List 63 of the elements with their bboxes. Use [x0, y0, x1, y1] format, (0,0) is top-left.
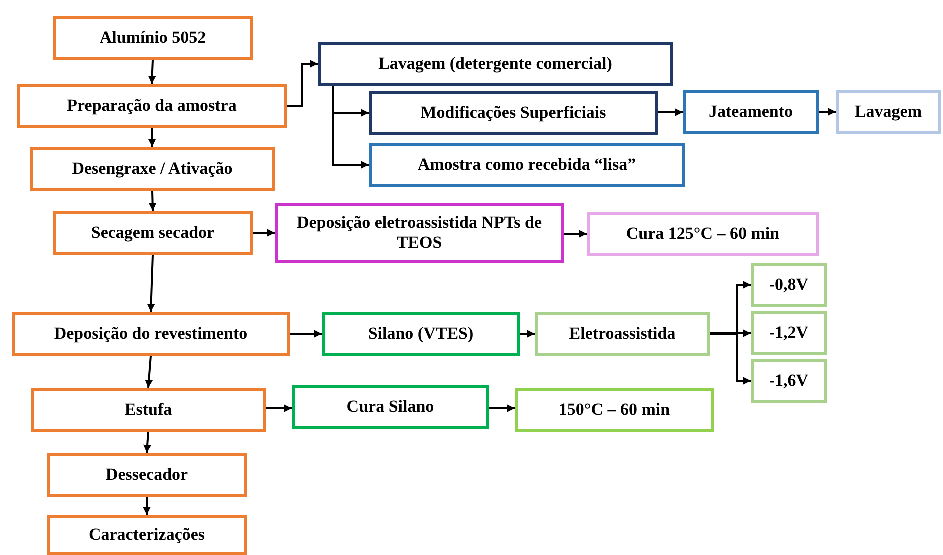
process-box [12, 312, 290, 356]
process-box [318, 42, 673, 86]
arrow [148, 60, 156, 84]
arrow [290, 330, 322, 338]
step-label: Eletroassistida [568, 324, 677, 344]
step-label: -1,6V [768, 370, 810, 392]
process-box [275, 203, 564, 263]
process-box [47, 515, 247, 555]
arrow [147, 254, 156, 312]
step-label: Cura Silano [346, 396, 436, 418]
arrow [489, 404, 515, 412]
step-label: Silano (VTES) [367, 324, 475, 344]
step-label: Deposição eletroassistida NPTs de TEOS [296, 212, 544, 254]
arrow [266, 404, 292, 412]
step-label: Cura 125°C – 60 min [625, 224, 781, 244]
step-label: Desengraxe / Ativação [71, 158, 234, 180]
arrow [148, 190, 157, 212]
process-box [369, 91, 658, 135]
arrow [144, 432, 152, 454]
step-label: -0,8V [768, 274, 810, 296]
process-box [751, 311, 827, 355]
process-box [292, 385, 489, 429]
process-box [53, 211, 253, 255]
step-label: 150°C – 60 min [558, 400, 672, 420]
step-label: Lavagem (detergente comercial) [378, 54, 614, 74]
process-box [751, 263, 827, 307]
arrow [710, 333, 751, 385]
step-label: Estufa [124, 400, 174, 420]
process-box [535, 312, 710, 356]
arrow [520, 330, 535, 338]
arrow [658, 108, 683, 116]
step-label: Modificações Superficiais [420, 102, 608, 124]
process-box [30, 147, 275, 191]
arrow [564, 230, 587, 238]
arrow [332, 86, 369, 169]
arrow [710, 330, 751, 338]
process-box [31, 388, 266, 432]
step-label: Secagem secador [90, 222, 216, 244]
process-box [587, 212, 819, 256]
process-box [53, 16, 253, 60]
process-box [751, 359, 827, 403]
step-label: Dessecador [104, 464, 190, 486]
step-label: Preparação da amostra [66, 96, 238, 116]
process-box [515, 388, 714, 432]
process-box [322, 312, 520, 356]
process-box [17, 84, 287, 128]
step-label: Caracterizações [88, 524, 206, 546]
step-label: Lavagem [854, 102, 924, 122]
process-box [836, 90, 941, 134]
process-box [47, 453, 247, 497]
arrow [148, 128, 156, 148]
process-box [683, 90, 819, 134]
arrow [253, 229, 275, 237]
step-label: Alumínio 5052 [98, 28, 208, 48]
arrow [145, 356, 154, 388]
arrow [287, 60, 318, 107]
step-label: Deposição do revestimento [53, 324, 249, 344]
arrow [143, 497, 151, 515]
step-label: Amostra como recebida “lisa” [416, 154, 638, 176]
arrow [819, 108, 836, 116]
step-label: Jateamento [708, 102, 794, 122]
process-box [369, 143, 685, 187]
step-label: -1,2V [768, 322, 810, 344]
